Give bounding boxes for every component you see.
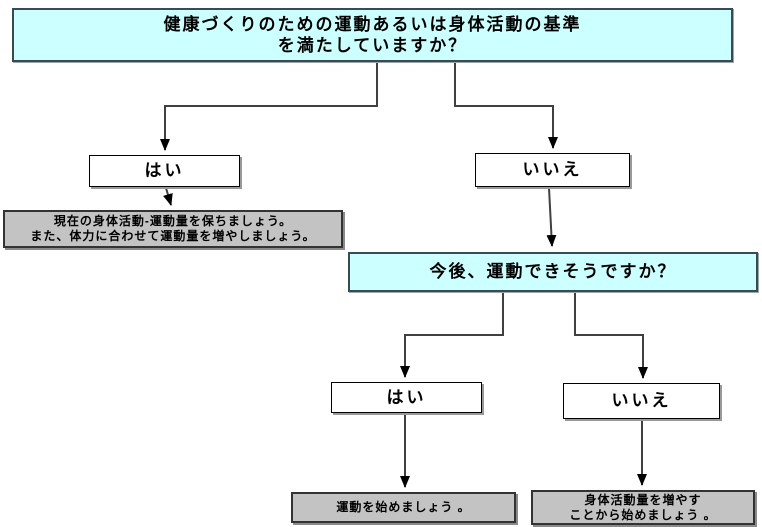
option-no-1: いいえ xyxy=(475,153,630,187)
advice-start-label: 運動を始めましょう 。 xyxy=(336,500,471,514)
connector-yes1-to-keep xyxy=(163,187,173,206)
option-yes-1: はい xyxy=(89,155,240,187)
advice-increase-line1: 身体活動量を増やす xyxy=(584,492,702,507)
option-yes-1-label: はい xyxy=(144,161,185,181)
advice-keep-line2: また、体力に合わせて運動量を増やしましょう。 xyxy=(30,229,316,243)
advice-increase-line2: ことから始めましょう 。 xyxy=(569,507,717,522)
question-can-exercise-label: 今後、運動できそうですか？ xyxy=(429,262,677,282)
connector-q2-to-yes2 xyxy=(400,292,504,378)
option-no-2-label: いいえ xyxy=(611,391,672,411)
option-yes-2-label: はい xyxy=(386,387,427,407)
option-no-2: いいえ xyxy=(563,383,720,419)
question-meets-standard-line2: を満たしていますか？ xyxy=(277,36,468,55)
advice-box-keep-activity: 現在の身体活動-運動量を保ちましょう。 また、体力に合わせて運動量を増やしましょ… xyxy=(3,210,343,248)
connector-q1-to-yes1 xyxy=(160,62,378,151)
question-box-can-exercise: 今後、運動できそうですか？ xyxy=(348,252,758,292)
advice-box-increase-activity: 身体活動量を増やす ことから始めましょう 。 xyxy=(531,490,755,525)
option-yes-2: はい xyxy=(331,382,482,413)
connector-q2-to-no2 xyxy=(574,292,648,379)
option-no-1-label: いいえ xyxy=(522,160,583,180)
connector-q1-to-no1 xyxy=(454,62,558,149)
advice-box-start-exercise: 運動を始めましょう 。 xyxy=(291,492,516,523)
question-box-meets-standard: 健康づくりのための運動あるいは身体活動の基準 を満たしていますか？ xyxy=(12,8,733,62)
connector-no1-to-q2 xyxy=(546,187,557,247)
advice-keep-line1: 現在の身体活動-運動量を保ちましょう。 xyxy=(53,214,293,228)
question-meets-standard-line1: 健康づくりのための運動あるいは身体活動の基準 xyxy=(163,14,582,34)
